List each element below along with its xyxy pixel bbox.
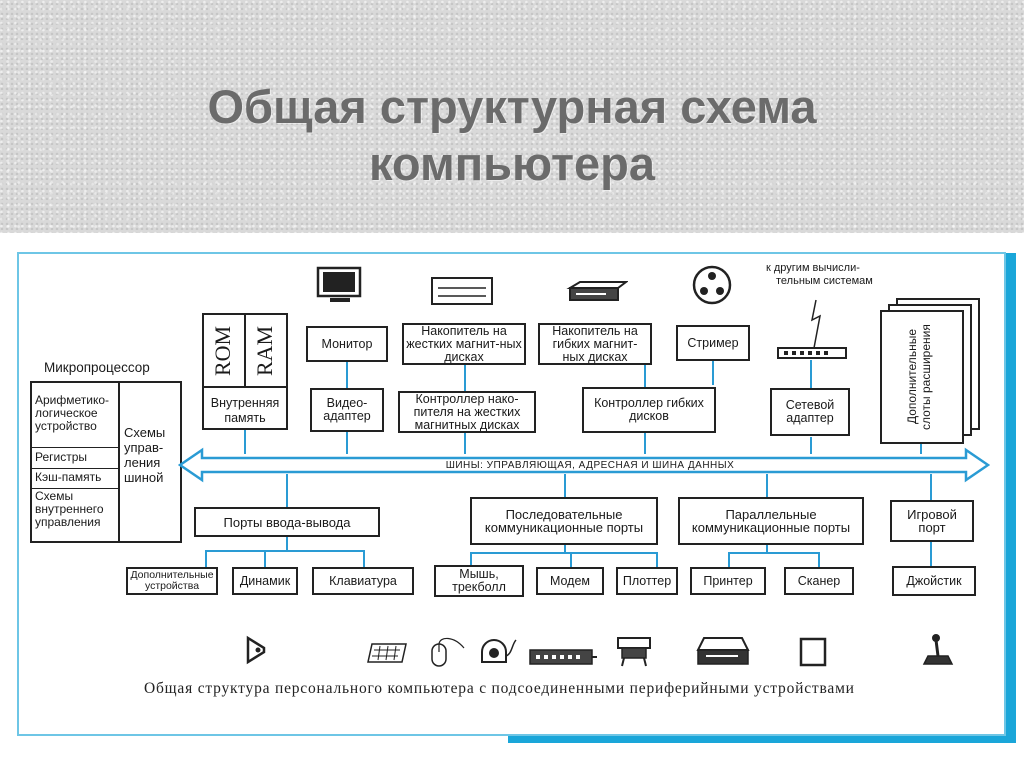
network-note-1: к другим вычисли- xyxy=(766,262,860,274)
cpu-control: Схемы внутреннего управления xyxy=(35,489,104,529)
line-mouse xyxy=(470,552,472,568)
line-fdd-bus xyxy=(644,433,646,454)
page-title: Общая структурная схема компьютера xyxy=(0,78,1024,192)
modem-icon xyxy=(529,649,597,665)
line-scanner xyxy=(818,552,820,568)
serial-ports-box: Последовательные коммуникационные порты xyxy=(470,497,658,545)
plotter-box: Плоттер xyxy=(616,567,678,595)
hdd-box: Накопитель на жестких магнит-ных дисках xyxy=(402,323,526,365)
antenna-icon xyxy=(777,299,847,359)
cpu-registers: Регистры xyxy=(32,451,118,469)
expansion-card-front: Дополнительные слоты расширения xyxy=(880,310,964,444)
line-plotter xyxy=(656,552,658,568)
line-serial-down xyxy=(564,545,566,553)
line-memory-bus xyxy=(244,430,246,454)
line-extra xyxy=(205,550,207,568)
fdd-controller-box: Контроллер гибких дисков xyxy=(582,387,716,433)
line-video-bus xyxy=(346,432,348,454)
system-bus-arrow xyxy=(178,447,990,483)
line-streamer xyxy=(712,361,714,385)
speaker-box: Динамик xyxy=(232,567,298,595)
rom-label: ROM xyxy=(210,325,235,377)
io-ports-box: Порты ввода-вывода xyxy=(194,507,380,537)
streamer-box: Стример xyxy=(676,325,750,361)
line-fdd xyxy=(644,365,646,387)
io-distribution-line xyxy=(205,550,365,552)
accent-strip-bottom xyxy=(508,733,1016,743)
memory-label: Внутренняя память xyxy=(210,396,280,425)
line-hdd-bus xyxy=(464,432,466,454)
title-line-2: компьютера xyxy=(368,137,656,190)
extra-devices-box: Дополнительные устройства xyxy=(126,567,218,595)
parallel-distribution-line xyxy=(728,552,820,554)
game-port-box: Игровой порт xyxy=(890,500,974,542)
printer-icon xyxy=(696,637,750,665)
speaker-icon xyxy=(246,635,266,665)
keyboard-box: Клавиатура xyxy=(312,567,414,595)
line-speaker xyxy=(264,550,266,568)
fdd-box: Накопитель на гибких магнит-ных дисках xyxy=(538,323,652,365)
network-note-2: тельным системам xyxy=(776,275,873,287)
line-expansion-bus xyxy=(920,444,922,454)
cpu-alu: Арифметико-логическое устройство xyxy=(32,394,118,448)
joystick-icon xyxy=(922,634,954,665)
mouse-icon xyxy=(431,637,465,667)
network-adapter-box: Сетевой адаптер xyxy=(770,388,850,436)
line-parallel-bus xyxy=(766,474,768,498)
joystick-box: Джойстик xyxy=(892,566,976,596)
line-net-device xyxy=(810,360,812,388)
cpu-divider xyxy=(118,383,120,541)
memory-divider xyxy=(244,315,246,387)
plotter-icon xyxy=(617,637,651,667)
fdd-icon xyxy=(566,281,628,301)
microprocessor-label: Микропроцессор xyxy=(44,360,150,375)
line-io-down xyxy=(286,537,288,551)
trackball-icon xyxy=(481,639,517,663)
monitor-icon xyxy=(316,266,362,302)
line-serial-bus xyxy=(564,474,566,498)
scanner-box: Сканер xyxy=(784,567,854,595)
monitor-box: Монитор xyxy=(306,326,388,362)
line-io-bus xyxy=(286,474,288,508)
modem-box: Модем xyxy=(536,567,604,595)
cpu-bus-control: Схемы управ-ления шиной xyxy=(124,425,166,485)
printer-box: Принтер xyxy=(690,567,766,595)
line-game-bus xyxy=(930,474,932,500)
line-modem xyxy=(570,552,572,568)
hdd-icon xyxy=(431,277,493,305)
cpu-cache: Кэш-память xyxy=(32,471,118,489)
line-hdd xyxy=(464,365,466,391)
ram-label: RAM xyxy=(252,325,277,377)
memory-hline xyxy=(204,386,286,388)
line-keyboard xyxy=(363,550,365,568)
diagram-caption: Общая структура персонального компьютера… xyxy=(144,680,855,697)
hdd-controller-box: Контроллер нако-пителя на жестких магнит… xyxy=(398,391,536,433)
accent-strip-right xyxy=(1004,253,1016,743)
mouse-box: Мышь, трекболл xyxy=(434,565,524,597)
line-monitor xyxy=(346,362,348,388)
parallel-ports-box: Параллельные коммуникационные порты xyxy=(678,497,864,545)
scanner-icon xyxy=(799,637,827,667)
microprocessor-box xyxy=(30,381,182,543)
line-printer xyxy=(728,552,730,568)
video-adapter-box: Видео-адаптер xyxy=(310,388,384,432)
line-joystick xyxy=(930,542,932,568)
line-net-bus xyxy=(810,437,812,454)
title-line-1: Общая структурная схема xyxy=(207,80,817,133)
bus-label: ШИНЫ: УПРАВЛЯЮЩАЯ, АДРЕСНАЯ И ШИНА ДАННЫ… xyxy=(445,460,735,471)
keyboard-icon xyxy=(367,643,407,663)
expansion-label: Дополнительные слоты расширения xyxy=(905,324,933,430)
line-parallel-down xyxy=(766,545,768,553)
serial-distribution-line xyxy=(470,552,656,554)
streamer-icon xyxy=(692,265,732,305)
